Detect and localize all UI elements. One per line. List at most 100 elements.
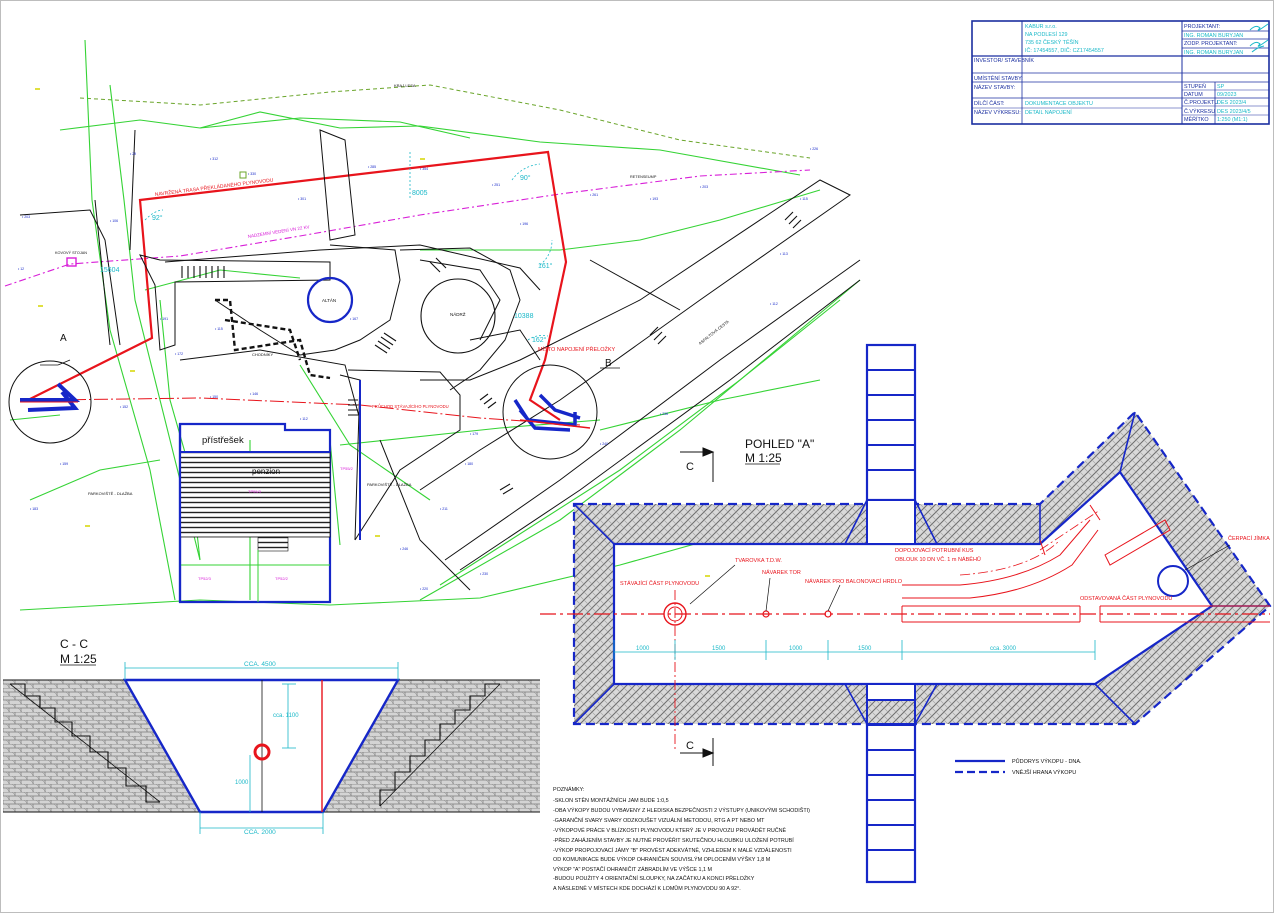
pohled-dim-3: 1000 <box>789 646 803 652</box>
pristresek-label: přístřešek <box>202 435 244 446</box>
svg-text:• 112: • 112 <box>770 302 778 306</box>
tp-label-4: TP52/2 <box>275 576 289 581</box>
section-dim-1100: cca. 1100 <box>273 713 299 719</box>
detail-circle-a <box>8 360 92 444</box>
svg-text:• 180: • 180 <box>465 462 473 466</box>
cerpaci-jimka-circle <box>1157 565 1189 597</box>
note-line: VÝKOP "A" POSTAČÍ OHRANIČIT ZÁBRADLÍM VE… <box>553 866 713 873</box>
svg-text:• 354: • 354 <box>420 167 428 171</box>
section-marker-top <box>680 447 715 482</box>
notes-title: POZNÁMKY: <box>553 786 584 793</box>
pohled-dim-line <box>613 640 1096 660</box>
section-top-dim: CCA. 4500 <box>244 661 276 668</box>
stavajici-label: STÁVAJÍCÍ ČÁST PLYNOVODU <box>620 580 699 587</box>
pohled-a-view: POHLED "A" M 1:25 <box>540 343 1272 884</box>
parkoviste-label-2: PARKOVIŠTĚ - DLAŽBA <box>367 482 412 487</box>
note-line: OD KOMUNIKACE BUDE VÝKOP OHRANIČEN SOUVI… <box>553 856 771 863</box>
svg-text:• 246: • 246 <box>400 547 408 551</box>
svg-text:• 146: • 146 <box>250 392 258 396</box>
legend: PŮDORYS VÝKOPU - DNA. VNĚJŠÍ HRANA VÝKOP… <box>955 758 1082 776</box>
vedeni-label: NADZEMNÍ VEDENÍ VN 22 KV <box>247 223 310 239</box>
svg-text:• 312: • 312 <box>210 157 218 161</box>
svg-text:• 203: • 203 <box>22 215 30 219</box>
dim-10388: 10388 <box>514 313 534 320</box>
angle-161: 161° <box>538 262 553 270</box>
parkoviste-label-1: PARKOVIŠTĚ - DLAŽBA <box>88 491 133 496</box>
tp-label-1: TP55/3 <box>248 489 262 494</box>
kovovy-stojan-icon <box>66 257 77 267</box>
detail-a-label: A <box>60 333 67 344</box>
svg-text:• 115: • 115 <box>800 197 808 201</box>
row-nazev-vykresu-value: DETAIL NAPOJENÍ <box>1025 109 1072 116</box>
walkway-dashed <box>215 298 331 380</box>
projektant-label: PROJEKTANT: <box>1184 24 1220 30</box>
nadrz-circle <box>420 278 496 354</box>
meta-datum-label: DATUM <box>1184 92 1203 98</box>
retinkl-label: RETENSEUMP <box>630 175 657 179</box>
svg-text:• 193: • 193 <box>650 197 658 201</box>
site-outlines <box>19 129 861 591</box>
ladder-bottom <box>865 698 917 884</box>
meta-meritko-value: 1:250 (M1:1) <box>1217 117 1248 123</box>
note-line: -GARANČNÍ SVARY SVARY ODZKOUŠET VIZUÁLNÍ… <box>553 817 765 824</box>
meta-cislo-vykresu-value: DES 2023/4/5 <box>1217 109 1251 115</box>
svg-text:• 106: • 106 <box>110 219 118 223</box>
meta-stupen-value: SP <box>1217 84 1225 90</box>
company-line-2: NA PODLESÍ 129 <box>1025 31 1068 38</box>
section-title: C - C <box>60 637 88 651</box>
stairs-marks <box>181 211 802 495</box>
kovovy-stojan-label: KOVOVÝ STOJAN <box>55 251 87 255</box>
svg-text:• 152: • 152 <box>120 405 128 409</box>
row-dilci-cast-label: DÍLČÍ ČÁST: <box>974 100 1005 107</box>
svg-text:• 285: • 285 <box>368 165 376 169</box>
meta-cislo-projektu-value: DES 2023/4 <box>1217 100 1246 106</box>
section-c-label-top: C <box>686 461 694 473</box>
row-nazev-stavby-label: NÁZEV STAVBY: <box>974 84 1015 91</box>
section-marker-bottom <box>680 738 715 766</box>
section-dim-1000: 1000 <box>235 780 249 786</box>
company-line-4: IČ: 17454557, DIČ: CZ17454557 <box>1025 47 1104 54</box>
zodp-projektant-label: ZODP. PROJEKTANT: <box>1184 41 1237 47</box>
meta-stupen-label: STUPEŇ <box>1184 83 1206 90</box>
chodnik-label: CHODNÍKY <box>252 352 273 357</box>
ground-left <box>3 680 200 812</box>
svg-text:• 159: • 159 <box>60 462 68 466</box>
detail-b-label: B <box>605 358 612 369</box>
dopojovaci-label-1: DOPOJOVACÍ POTRUBNÍ KUS <box>895 547 974 554</box>
row-umisteni-label: UMÍSTĚNÍ STAVBY: <box>974 74 1023 82</box>
legend-dashed-label: VNĚJŠÍ HRANA VÝKOPU <box>1012 768 1076 776</box>
svg-text:• 203: • 203 <box>700 185 708 189</box>
angle-92: 92° <box>152 214 163 222</box>
penzion-roof-hatch <box>179 451 331 538</box>
svg-text:• 220: • 220 <box>420 587 428 591</box>
section-cc: C - C M 1:25 CCA. 4500 CCA. 2000 cca. 11… <box>3 637 540 836</box>
svg-text:• 172: • 172 <box>175 352 183 356</box>
legend-solid-label: PŮDORYS VÝKOPU - DNA. <box>1012 758 1082 765</box>
projektant-value: ING. ROMAN BURYJAN <box>1184 33 1243 39</box>
svg-text:• 167: • 167 <box>350 317 358 321</box>
svg-text:• 251: • 251 <box>492 183 500 187</box>
svg-text:• 330: • 330 <box>248 172 256 176</box>
meta-datum-value: 09/2023 <box>1217 92 1237 98</box>
svg-text:• 301: • 301 <box>298 197 306 201</box>
existing-gas-line <box>49 397 581 426</box>
proposed-route <box>27 150 568 421</box>
meta-cislo-vykresu-label: Č.VÝKRESU <box>1184 108 1215 115</box>
navarek-balon-label: NÁVAREK PRO BALONOVACÍ HRDLO <box>805 578 903 585</box>
pohled-title: POHLED "A" <box>745 437 814 451</box>
company-line-3: 735 62 ČESKÝ TĚŠÍN <box>1025 38 1079 46</box>
svg-text:• 29: • 29 <box>130 152 136 156</box>
survey-points: • 312• 330• 301 • 285• 354• 251 • 261• 1… <box>18 147 818 591</box>
svg-text:• 150: • 150 <box>210 395 218 399</box>
svg-text:• 112: • 112 <box>300 417 308 421</box>
svg-text:• 115: • 115 <box>215 327 223 331</box>
tp-label-2: TP55/2 <box>340 466 354 471</box>
ground-right <box>323 680 540 812</box>
notes: POZNÁMKY: -SKLON STĚN MONTÁŽNÍCH JAM BUD… <box>553 786 810 892</box>
svg-text:• 179: • 179 <box>470 432 478 436</box>
svg-text:• 183: • 183 <box>30 507 38 511</box>
dopojovaci-label-2: OBLOUK 10 DN VČ. 1 m NÁBĚHŮ <box>895 555 981 563</box>
svg-text:• 211: • 211 <box>440 507 448 511</box>
note-line: -PŘED ZAHÁJENÍM STAVBY JE NUTNÉ PROVĚŘIT… <box>553 836 794 844</box>
